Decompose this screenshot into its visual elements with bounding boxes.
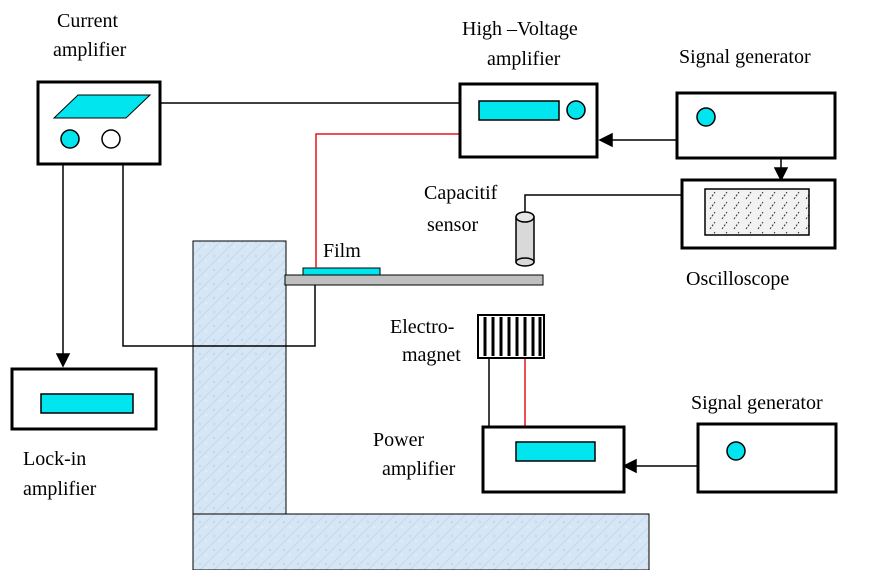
oscilloscope-screen — [704, 188, 810, 236]
signal-generator-top — [675, 91, 837, 160]
film-sample — [302, 267, 381, 276]
lockin-amplifier-display — [40, 393, 134, 414]
electromagnet — [477, 314, 545, 359]
current-amplifier-knob-1 — [60, 129, 80, 149]
labels: Current amplifier High –Voltage amplifie… — [23, 10, 823, 500]
lockin-amplifier — [10, 367, 158, 431]
hv-amplifier — [458, 82, 599, 159]
label-electromagnet-line2: magnet — [402, 344, 461, 366]
label-capacitif-line1: Capacitif — [424, 182, 498, 204]
label-capacitif-line2: sensor — [427, 214, 478, 236]
wire-sensor-to-oscilloscope — [524, 194, 682, 212]
signal-generator-bottom-knob — [726, 441, 746, 461]
capacitive-sensor — [515, 211, 535, 267]
label-current-line1: Current — [57, 10, 119, 32]
label-signal-generator-top: Signal generator — [679, 46, 811, 68]
hv-amplifier-display — [478, 100, 560, 121]
cantilever-beam — [284, 274, 544, 286]
label-lockin-line2: amplifier — [23, 478, 97, 500]
label-film: Film — [323, 240, 361, 262]
label-electromagnet-line1: Electro- — [390, 316, 454, 338]
stand-base — [192, 513, 650, 570]
label-hv-line2: amplifier — [487, 48, 561, 70]
label-hv-line1: High –Voltage — [462, 18, 578, 40]
label-current-line2: amplifier — [53, 39, 127, 61]
support-stand — [192, 240, 650, 570]
arrow-head-hv — [598, 132, 613, 148]
power-amplifier — [481, 425, 626, 494]
current-amplifier-display — [52, 94, 152, 119]
label-power-line1: Power — [373, 429, 424, 451]
arrows — [55, 132, 789, 474]
signal-generator-top-knob — [696, 107, 716, 127]
label-lockin-line1: Lock-in — [23, 448, 86, 470]
arrow-head-oscilloscope — [773, 167, 789, 182]
signal-generator-bottom — [696, 422, 838, 494]
arrow-head-lockin — [55, 353, 71, 368]
wire-current-to-film — [122, 164, 316, 347]
arrow-head-power — [622, 458, 637, 474]
current-amplifier — [36, 80, 162, 166]
wires — [122, 102, 682, 427]
wire-hv-to-film — [315, 133, 460, 268]
label-signal-generator-bottom: Signal generator — [691, 392, 823, 414]
label-power-line2: amplifier — [382, 458, 456, 480]
current-amplifier-knob-2 — [101, 129, 121, 149]
power-amplifier-display — [515, 441, 596, 462]
hv-amplifier-knob — [566, 100, 586, 120]
oscilloscope — [680, 178, 837, 250]
label-oscilloscope: Oscilloscope — [686, 268, 789, 290]
